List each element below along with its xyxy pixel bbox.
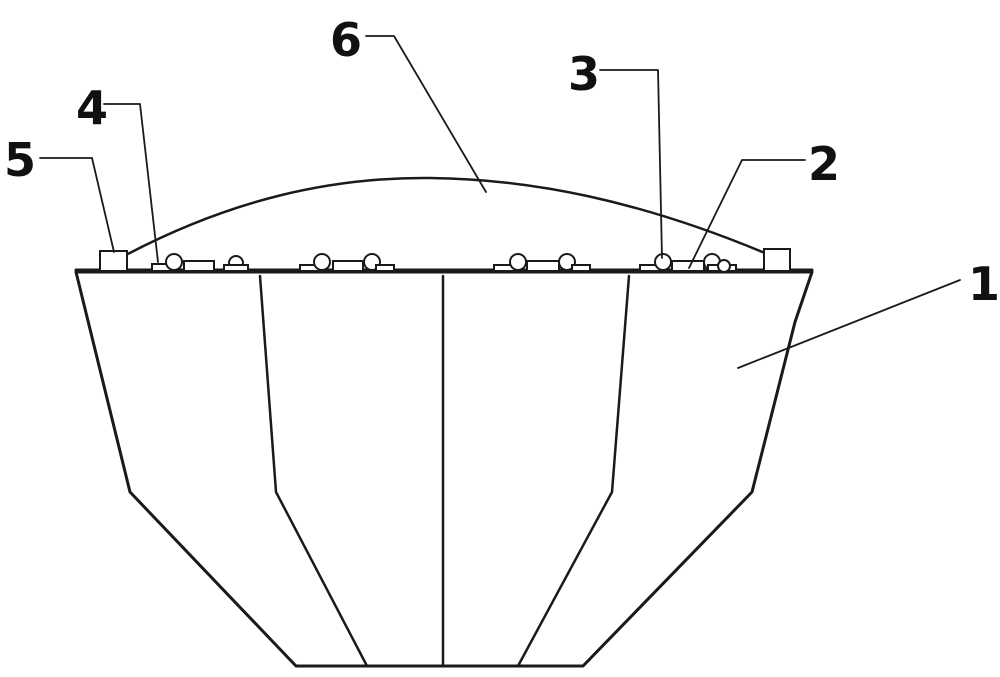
label-3: 3: [568, 47, 600, 101]
leader-4: [104, 104, 158, 262]
leader-lines: [40, 36, 960, 368]
component-cluster-4: [640, 254, 736, 272]
component-cluster-2: [300, 254, 394, 271]
label-5: 5: [4, 133, 36, 187]
leader-6: [366, 36, 486, 192]
dome-cover: [124, 178, 772, 256]
label-1: 1: [968, 257, 1000, 311]
component-cluster-3: [494, 254, 590, 271]
label-4: 4: [76, 81, 108, 135]
label-2: 2: [808, 137, 840, 191]
left-post: [100, 251, 127, 271]
leader-3: [600, 70, 662, 258]
right-post: [764, 249, 790, 271]
vessel-body: [76, 270, 812, 666]
label-6: 6: [330, 13, 362, 67]
leader-1: [738, 280, 960, 368]
component-cluster-1: [152, 254, 248, 271]
leader-5: [40, 158, 114, 252]
